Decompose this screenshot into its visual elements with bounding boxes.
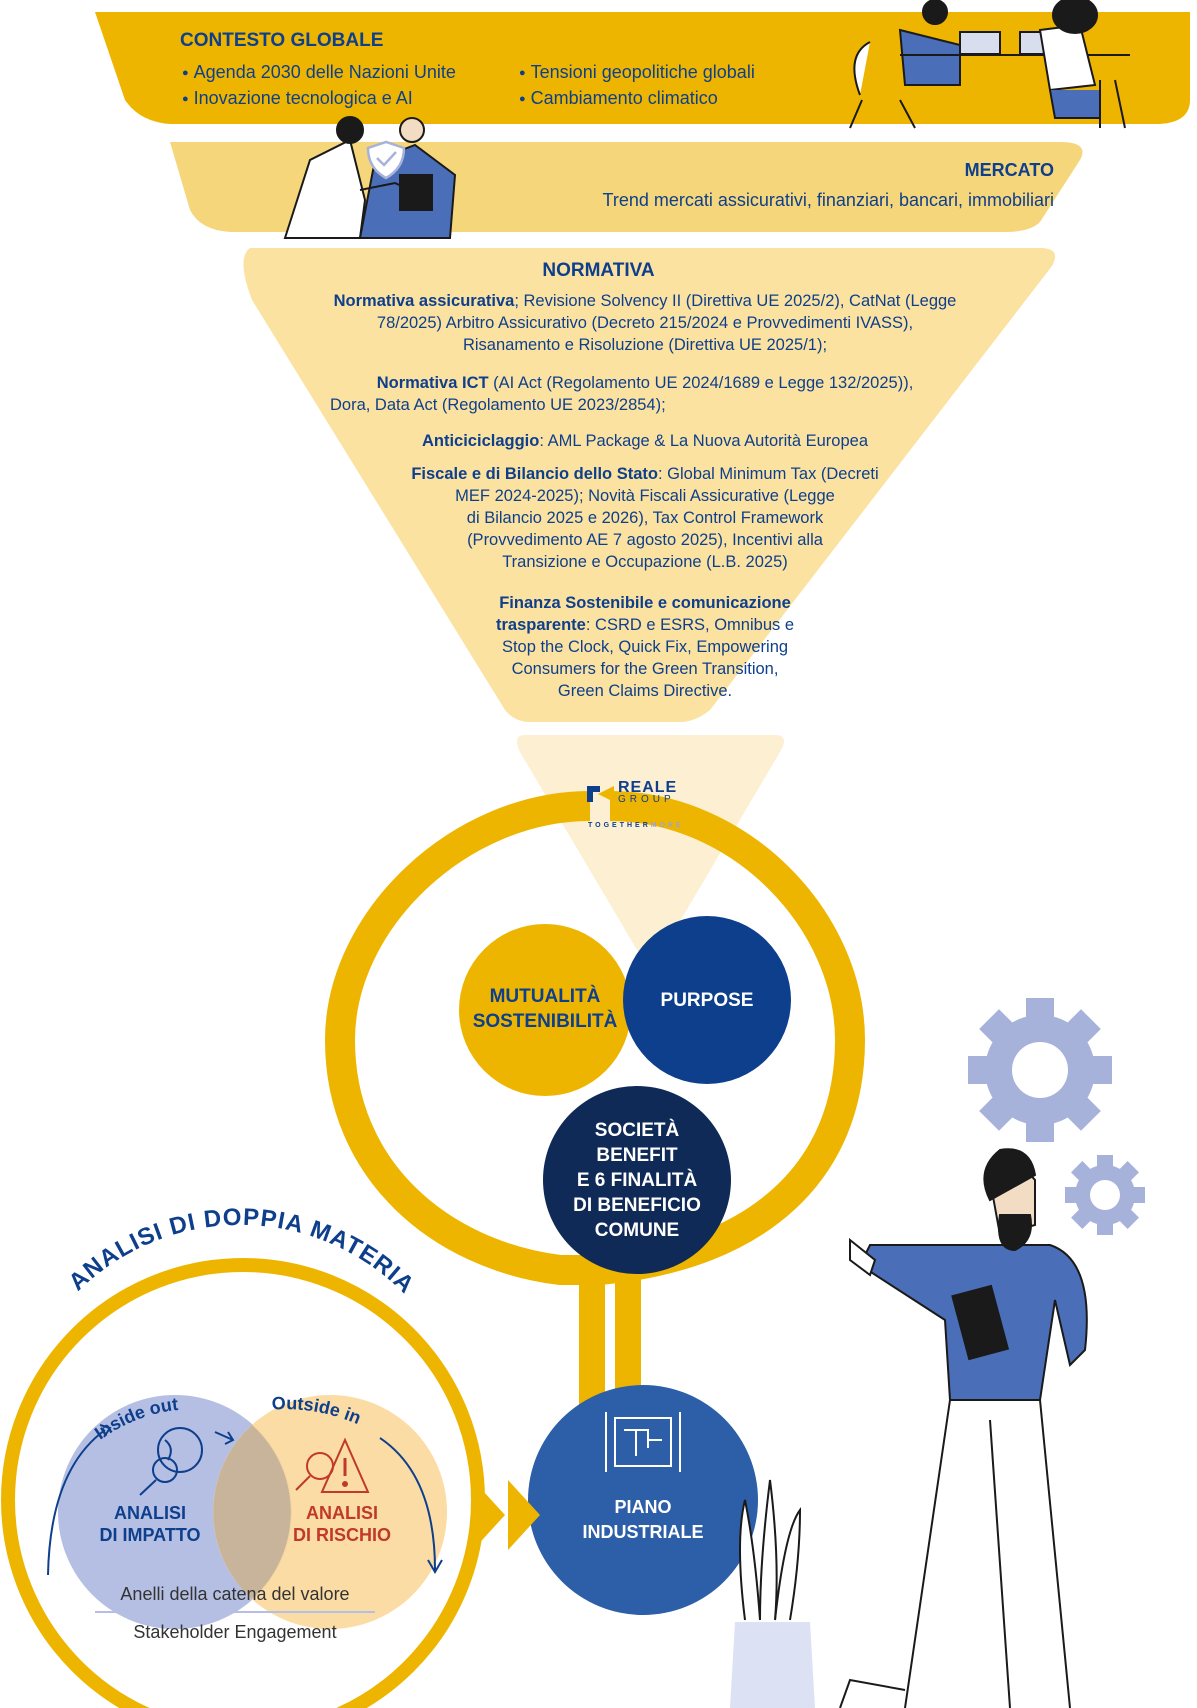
cross-arrow: [214, 1431, 235, 1445]
gear-icon: [968, 998, 1112, 1142]
chevron-arrows-icon: [473, 1480, 540, 1550]
normativa-head: trasparente: [495, 616, 586, 634]
warning-magnifier-icon: [295, 1437, 370, 1493]
impatto-label: ANALISI DI IMPATTO: [80, 1502, 220, 1546]
normativa-item-finanza: Finanza Sostenibile e comunicazione tras…: [440, 592, 850, 702]
reale-group-wordmark: REALE GROUP: [618, 779, 678, 806]
societa-line: SOCIETÀ: [594, 1120, 680, 1141]
normativa-text: Dora, Data Act (Regolamento UE 2023/2854…: [330, 396, 666, 414]
normativa-text: : Global Minimum Tax (Decreti: [657, 465, 879, 483]
contesto-bullet: Tensioni geopolitiche globali: [519, 62, 755, 83]
normativa-text: MEF 2024-2025); Novità Fiscali Assicurat…: [455, 487, 835, 505]
normativa-head: Fiscale e di Bilancio dello Stato: [411, 465, 658, 483]
normativa-head: Normativa assicurativa: [333, 292, 515, 310]
rischio-line: ANALISI: [306, 1503, 378, 1523]
societa-label: SOCIETÀ BENEFIT E 6 FINALITÀ DI BENEFICI…: [543, 1118, 731, 1243]
separator: ;: [514, 292, 524, 310]
normativa-text: Stop the Clock, Quick Fix, Empowering: [501, 638, 789, 656]
piano-line: PIANO: [614, 1497, 672, 1517]
mutualita-line: SOSTENIBILITÀ: [472, 1011, 618, 1032]
man-with-tablet-illustration: [839, 1148, 1088, 1708]
normativa-text: (Provvedimento AE 7 agosto 2025), Incent…: [467, 531, 823, 549]
impatto-line: DI IMPATTO: [99, 1525, 201, 1545]
shield-check-icon: [366, 140, 406, 180]
rischio-label: ANALISI DI RISCHIO: [272, 1502, 412, 1546]
contesto-bullet: Cambiamento climatico: [519, 88, 718, 109]
normativa-text: di Bilancio 2025 e 2026), Tax Control Fr…: [466, 509, 824, 527]
contesto-bullet: Agenda 2030 delle Nazioni Unite: [182, 62, 456, 83]
impatto-line: ANALISI: [114, 1503, 186, 1523]
normativa-text: 78/2025) Arbitro Assicurativo (Decreto 2…: [376, 314, 914, 332]
normativa-text: Consumers for the Green Transition,: [511, 660, 779, 678]
inside-out-arrow: [47, 1429, 106, 1576]
normativa-item-antiriciclaggio: Anticiciclaggio: AML Package & La Nuova …: [300, 430, 990, 452]
logo-tagline-b: MORE: [650, 822, 684, 829]
outside-in-arrow: [379, 1437, 436, 1571]
contesto-bullet: Inovazione tecnologica e AI: [182, 88, 413, 109]
plant-illustration: [730, 1479, 815, 1708]
logo-tagline: TOGETHERMORE: [588, 822, 684, 829]
people-at-desk-illustration: [849, 0, 1130, 129]
normativa-text: Revisione Solvency II (Direttiva UE 2025…: [523, 292, 957, 310]
normativa-text: : CSRD e ESRS, Omnibus e: [585, 616, 795, 634]
normativa-head: Anticiciclaggio: [421, 432, 540, 450]
contesto-title: CONTESTO GLOBALE: [180, 30, 384, 51]
inside-out-arrow-head: [99, 1424, 112, 1438]
purpose-label: PURPOSE: [660, 990, 754, 1011]
normativa-title: NORMATIVA: [542, 260, 655, 281]
reale-group-logo: [587, 786, 614, 802]
normativa-item-ict: Normativa ICT (AI Act (Regolamento UE 20…: [300, 372, 990, 416]
mutualita-circle: [459, 924, 631, 1096]
normativa-text: Risanamento e Risoluzione (Direttiva UE …: [462, 336, 828, 354]
blueprint-icon: [605, 1412, 681, 1472]
mutualita-line: MUTUALITÀ: [489, 986, 601, 1007]
piano-label: PIANO INDUSTRIALE: [543, 1495, 743, 1545]
catena-valore-label: Anelli della catena del valore: [120, 1584, 350, 1604]
logo-subname: GROUP: [618, 794, 675, 805]
normativa-item-fiscale: Fiscale e di Bilancio dello Stato: Globa…: [370, 463, 920, 573]
normativa-head: Finanza Sostenibile e comunicazione: [499, 594, 791, 612]
mutualita-label: MUTUALITÀ SOSTENIBILITÀ: [459, 984, 631, 1034]
normativa-text: Green Claims Directive.: [557, 682, 733, 700]
piano-line: INDUSTRIALE: [582, 1522, 704, 1542]
venn-overlap: [213, 1425, 291, 1599]
normativa-text: : AML Package & La Nuova Autorità Europe…: [539, 432, 869, 450]
stakeholder-label: Stakeholder Engagement: [133, 1622, 337, 1642]
mercato-subtitle: Trend mercati assicurativi, finanziari, …: [602, 190, 1054, 210]
normativa-band: [243, 248, 1056, 722]
societa-circle: [543, 1086, 731, 1274]
outside-in-arrow-head: [427, 1559, 443, 1574]
societa-line: BENEFIT: [596, 1145, 678, 1166]
societa-line: COMUNE: [594, 1220, 680, 1241]
mercato-title: MERCATO: [964, 160, 1054, 180]
societa-line: E 6 FINALITÀ: [576, 1170, 698, 1191]
rischio-line: DI RISCHIO: [292, 1525, 391, 1545]
purpose-circle: [623, 916, 791, 1084]
gear-icon: [1065, 1155, 1145, 1235]
normativa-item-assicurativa: Normativa assicurativa; Revisione Solven…: [250, 290, 1040, 356]
globe-magnifier-icon: [139, 1427, 203, 1496]
logo-tagline-a: TOGETHER: [588, 822, 651, 829]
piano-circle: [528, 1385, 758, 1615]
normativa-text: (AI Act (Regolamento UE 2024/1689 e Legg…: [488, 374, 914, 392]
normativa-text: Transizione e Occupazione (L.B. 2025): [502, 553, 788, 571]
societa-line: DI BENEFICIO: [573, 1195, 701, 1216]
logo-name: REALE: [618, 779, 678, 796]
normativa-head: Normativa ICT: [376, 374, 489, 392]
